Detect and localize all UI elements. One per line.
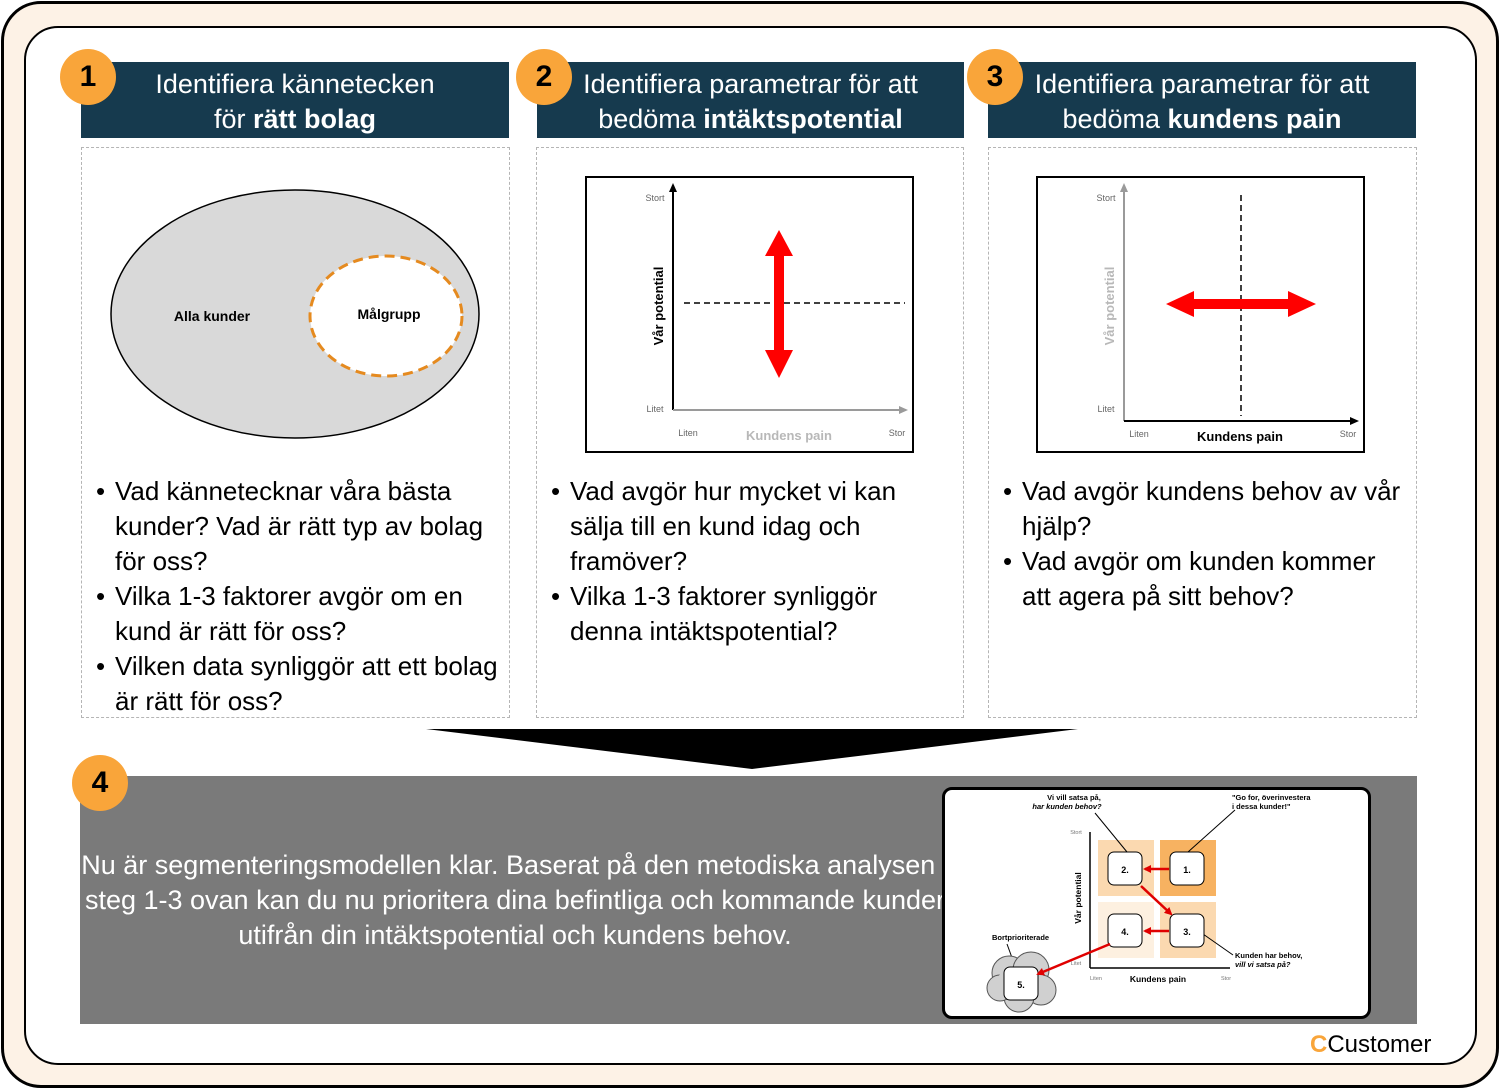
step2-title-line2: bedöma intäktspotential bbox=[598, 104, 903, 134]
priority-matrix: Vi vill satsa på, har kunden behov? "Go … bbox=[986, 793, 1311, 1013]
y-axis-arrowhead bbox=[669, 183, 677, 192]
cell-3-box bbox=[1169, 913, 1205, 948]
y-bottom-label: Litet bbox=[1097, 404, 1115, 414]
mini-x-right: Stor bbox=[1221, 976, 1231, 982]
x-axis-arrowhead bbox=[899, 406, 908, 414]
x-axis-label: Kundens pain bbox=[1197, 429, 1283, 444]
step1-bullet: Vilken data synliggör att ett bolag är r… bbox=[96, 649, 501, 719]
step3-bullet: Vad avgör om kunden kommer att agera på … bbox=[1003, 544, 1408, 614]
cell-5-box bbox=[1003, 966, 1039, 1001]
mini-y-bottom: Litet bbox=[1071, 961, 1082, 967]
horizontal-red-arrow bbox=[1166, 291, 1316, 317]
arrow-2-to-3 bbox=[1140, 885, 1173, 916]
y-axis-label: Vår potential bbox=[1102, 267, 1117, 346]
brand-name: Customer bbox=[1327, 1031, 1432, 1058]
arrow-4-to-5 bbox=[1036, 942, 1111, 976]
step1-title-line1: Identifiera kännetecken bbox=[155, 69, 435, 99]
step2-bullet: Vilka 1-3 faktorer synliggör denna intäk… bbox=[551, 579, 956, 649]
mini-y-axis-label: Vår potential bbox=[1073, 872, 1083, 923]
step2-bullets: Vad avgör hur mycket vi kan sälja till e… bbox=[551, 474, 956, 649]
x-right-label: Stor bbox=[1340, 429, 1357, 439]
step4-text: Nu är segmenteringsmodellen klar. Basera… bbox=[81, 850, 949, 950]
brand-logo: CCustomer bbox=[1310, 1031, 1431, 1059]
cell-1-box bbox=[1169, 851, 1205, 886]
funnel-arrow bbox=[426, 729, 1078, 769]
y-axis-label: Vår potential bbox=[651, 267, 666, 346]
cell-3-label: 3. bbox=[1183, 927, 1191, 937]
x-left-label: Liten bbox=[678, 428, 698, 438]
step3-bullets: Vad avgör kundens behov av vår hjälp? Va… bbox=[1003, 474, 1408, 614]
callout-bottom-right-line1: Kunden har behov, bbox=[1235, 951, 1302, 960]
cell-2-label: 2. bbox=[1121, 865, 1129, 875]
x-axis-arrowhead bbox=[1350, 417, 1359, 425]
y-bottom-label: Litet bbox=[646, 404, 664, 414]
x-axis-label: Kundens pain bbox=[746, 428, 832, 443]
cell-4-box bbox=[1107, 913, 1143, 948]
step3-bullet: Vad avgör kundens behov av vår hjälp? bbox=[1003, 474, 1408, 544]
step2-title-line1: Identifiera parametrar för att bbox=[583, 69, 918, 99]
mini-x-axis-label: Kundens pain bbox=[1130, 974, 1186, 984]
step2-header: Identifiera parametrar för att bedöma in… bbox=[537, 62, 964, 138]
callout-line bbox=[1094, 812, 1128, 853]
mini-x-left: Liten bbox=[1090, 976, 1102, 982]
target-group-label: Målgrupp bbox=[358, 306, 421, 322]
step2-badge: 2 bbox=[516, 49, 572, 105]
callout-line bbox=[1202, 933, 1234, 956]
step1-title-line2: för rätt bolag bbox=[213, 104, 377, 134]
step1-header: Identifiera kännetecken för rätt bolag bbox=[81, 62, 509, 138]
callout-top-left-line2: har kunden behov? bbox=[1032, 802, 1102, 811]
all-customers-label: Alla kunder bbox=[174, 308, 251, 324]
step1-bullet: Vilka 1-3 faktorer avgör om en kund är r… bbox=[96, 579, 501, 649]
callout-line bbox=[1187, 809, 1236, 853]
y-top-label: Stort bbox=[1096, 193, 1116, 203]
step4-badge: 4 bbox=[72, 755, 128, 811]
cell-4-label: 4. bbox=[1121, 927, 1129, 937]
callout-top-right-line2: i dessa kunder!" bbox=[1232, 802, 1291, 811]
cell-1-label: 1. bbox=[1183, 865, 1191, 875]
callout-bottom-right-line2: vill vi satsa på? bbox=[1235, 960, 1291, 969]
callout-top-left-line1: Vi vill satsa på, bbox=[1047, 793, 1101, 802]
cell-5-label: 5. bbox=[1017, 980, 1025, 990]
step3-header: Identifiera parametrar för att bedöma ku… bbox=[988, 62, 1416, 138]
callout-left: Bortprioriterade bbox=[992, 933, 1049, 942]
step1-bullet: Vad kännetecknar våra bästa kunder? Vad … bbox=[96, 474, 501, 579]
target-group-ellipse bbox=[308, 254, 464, 378]
brand-c: C bbox=[1310, 1031, 1328, 1058]
mini-y-top: Stort bbox=[1070, 830, 1082, 836]
step1-bullets: Vad kännetecknar våra bästa kunder? Vad … bbox=[96, 474, 501, 719]
venn-diagram: Alla kunder Målgrupp bbox=[110, 189, 480, 439]
y-axis-arrowhead bbox=[1120, 183, 1128, 192]
callout-top-right-line1: "Go for, överinvestera bbox=[1232, 793, 1311, 802]
pain-matrix-chart: Stort Litet Vår potential Liten Kundens … bbox=[1036, 176, 1365, 453]
step2-bullet: Vad avgör hur mycket vi kan sälja till e… bbox=[551, 474, 956, 579]
step1-badge: 1 bbox=[60, 49, 116, 105]
x-right-label: Stor bbox=[889, 428, 906, 438]
x-left-label: Liten bbox=[1129, 429, 1149, 439]
step3-title-line2: bedöma kundens pain bbox=[1062, 104, 1342, 134]
y-top-label: Stort bbox=[645, 193, 665, 203]
cell-2-box bbox=[1107, 851, 1143, 886]
vertical-red-arrow bbox=[765, 230, 793, 378]
step3-title-line1: Identifiera parametrar för att bbox=[1034, 69, 1370, 99]
potential-matrix-chart: Stort Litet Vår potential Liten Kundens … bbox=[585, 176, 914, 453]
step3-badge: 3 bbox=[967, 49, 1023, 105]
